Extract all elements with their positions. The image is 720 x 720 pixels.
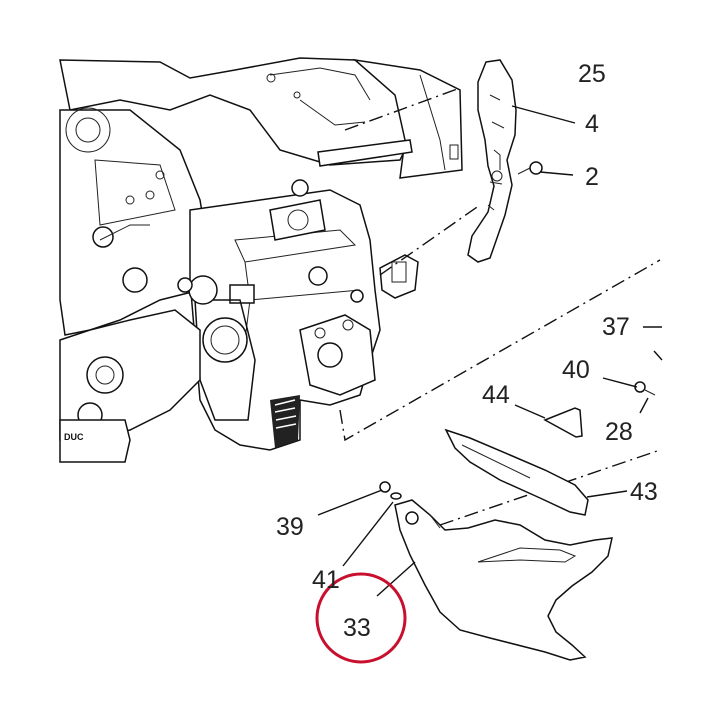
callout-28: 28 bbox=[605, 418, 633, 446]
part-41-washer bbox=[390, 492, 402, 500]
part-43-panel bbox=[444, 428, 589, 516]
callout-44: 44 bbox=[482, 381, 510, 409]
callout-33: 33 bbox=[343, 614, 371, 642]
part-4-bracket bbox=[467, 59, 517, 263]
engine-assembly: DUC bbox=[59, 57, 463, 463]
callout-labels: 25 4 2 37 40 28 44 43 39 41 33 bbox=[276, 60, 658, 642]
part-40-screw bbox=[634, 381, 656, 396]
callout-43: 43 bbox=[630, 478, 658, 506]
part-2-screw bbox=[517, 161, 543, 175]
part-44-plate bbox=[543, 407, 583, 438]
callout-25: 25 bbox=[578, 60, 606, 88]
callout-37: 37 bbox=[602, 313, 630, 341]
part-33-belly-pan bbox=[394, 499, 613, 661]
engine-marking: DUC bbox=[64, 432, 84, 442]
leader-lines bbox=[317, 105, 663, 597]
part-39-screw bbox=[379, 481, 391, 493]
highlight-circle bbox=[315, 572, 407, 664]
callout-39: 39 bbox=[276, 513, 304, 541]
callout-2: 2 bbox=[585, 163, 599, 191]
callout-40: 40 bbox=[562, 356, 590, 384]
callout-4: 4 bbox=[585, 110, 599, 138]
callout-41: 41 bbox=[312, 566, 340, 594]
